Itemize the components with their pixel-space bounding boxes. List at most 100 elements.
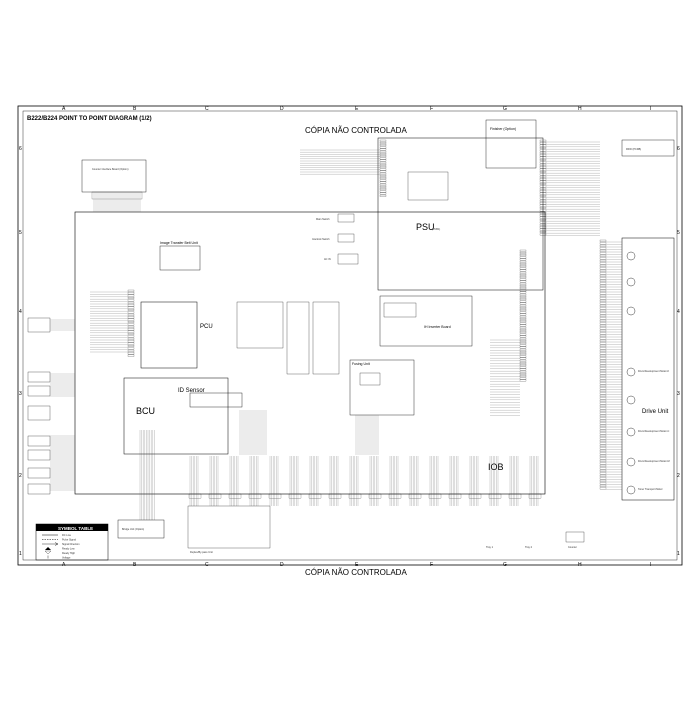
- col-letter: C: [205, 562, 209, 568]
- connector-pin: [599, 287, 607, 290]
- row-number: 1: [677, 551, 680, 557]
- connector-pin: [188, 493, 202, 499]
- connector-pin: [599, 409, 607, 412]
- motor-symbol: [626, 427, 636, 437]
- connector-pin: [599, 459, 607, 462]
- connector-pin: [599, 452, 607, 455]
- drive-unit-label: Drive Unit: [642, 409, 669, 415]
- connector-pin: [599, 454, 607, 457]
- watermark-top: CÓPIA NÃO CONTROLADA: [305, 126, 407, 135]
- connector-pin: [127, 333, 135, 335]
- connector-pin: [379, 194, 387, 197]
- main-board-outline: [74, 211, 546, 495]
- connector-pin: [599, 259, 607, 262]
- connector-pin: [519, 263, 527, 265]
- row-number: 6: [19, 146, 22, 152]
- component-box: [27, 385, 51, 397]
- connector-pin: [328, 493, 342, 499]
- connector-pin: [539, 163, 547, 166]
- connector-pin: [539, 147, 547, 149]
- connector-pin: [379, 150, 387, 153]
- pcu-block: [140, 301, 198, 369]
- central-tables: [236, 171, 449, 375]
- connector-pin: [519, 322, 527, 325]
- ac-in-label: AC IN: [324, 258, 331, 261]
- connector-pin: [599, 432, 607, 435]
- connector-pin: [599, 327, 607, 330]
- connector-pin: [348, 493, 362, 499]
- ih-inverter-block: [379, 295, 473, 347]
- connector-pin: [599, 272, 607, 275]
- connector-pin: [599, 424, 607, 427]
- ac-in-symbol: [337, 253, 359, 265]
- connector-pin: [519, 278, 527, 281]
- connector-pin: [127, 299, 135, 302]
- connector-pin: [127, 321, 135, 323]
- connector-pin: [599, 394, 607, 397]
- connector-pin: [519, 274, 527, 276]
- connector-pin: [599, 239, 607, 242]
- connector-pin: [599, 342, 607, 345]
- connector-pin: [599, 434, 607, 437]
- connector-pin: [519, 348, 527, 351]
- connector-pin: [379, 170, 387, 173]
- connector-pin: [379, 153, 387, 155]
- ih-thermostat: [383, 302, 417, 318]
- connector-pin: [519, 280, 527, 283]
- connector-pin: [379, 155, 387, 158]
- col-letter: A: [62, 562, 66, 568]
- connector-pin: [599, 397, 607, 400]
- connector-pin: [379, 164, 387, 166]
- connector-pin: [468, 493, 482, 499]
- connector-pin: [599, 317, 607, 320]
- connector-pin: [599, 357, 607, 360]
- connector-pin: [127, 294, 135, 297]
- connector-pin: [599, 399, 607, 402]
- interlock-switch-label: Interlock Switch: [312, 238, 330, 241]
- connector-pin: [127, 345, 135, 347]
- connector-pin: [599, 457, 607, 460]
- connector-pin: [599, 429, 607, 432]
- connector-pin: [599, 289, 607, 292]
- main-switch-label: Main Switch: [316, 218, 330, 221]
- connector-pin: [91, 191, 143, 200]
- connector-pin: [127, 297, 135, 299]
- counter-box: [565, 531, 585, 543]
- connector-pin: [379, 181, 387, 184]
- symbol-row: Pulse Signal: [62, 539, 76, 542]
- connector-pin: [539, 197, 547, 200]
- connector-pin: [127, 301, 135, 304]
- connector-pin: [599, 464, 607, 467]
- connector-pin: [599, 329, 607, 332]
- connector-pin: [599, 334, 607, 337]
- col-letter: F: [430, 562, 433, 568]
- connector-pin: [519, 375, 527, 378]
- row-number: 2: [677, 473, 680, 479]
- connector-pin: [408, 493, 422, 499]
- connector-pin: [599, 414, 607, 417]
- counter-label: Counter: [568, 546, 577, 549]
- connector-pin: [599, 369, 607, 372]
- col-letter: C: [205, 106, 209, 112]
- connector-pin: [539, 175, 547, 178]
- connector-pin: [539, 185, 547, 188]
- wire-bundles: [50, 141, 622, 520]
- inner-frame: [22, 110, 678, 561]
- ih-inverter-label: IH Inverter Board: [424, 325, 451, 329]
- connector-pin: [379, 161, 387, 164]
- connector-pin: [448, 493, 462, 499]
- connector-pin: [519, 333, 527, 336]
- connector-pin: [539, 216, 547, 219]
- connector-pin: [599, 262, 607, 265]
- row-number: 4: [19, 309, 22, 315]
- component-box: [27, 449, 51, 461]
- connector-pin: [379, 186, 387, 188]
- connector-pin: [308, 493, 322, 499]
- connector-pin: [599, 324, 607, 327]
- connector-pin: [519, 315, 527, 318]
- connector-pin: [519, 296, 527, 298]
- connector-pin: [127, 328, 135, 331]
- row-number: 3: [677, 391, 680, 397]
- col-letter: F: [430, 106, 433, 112]
